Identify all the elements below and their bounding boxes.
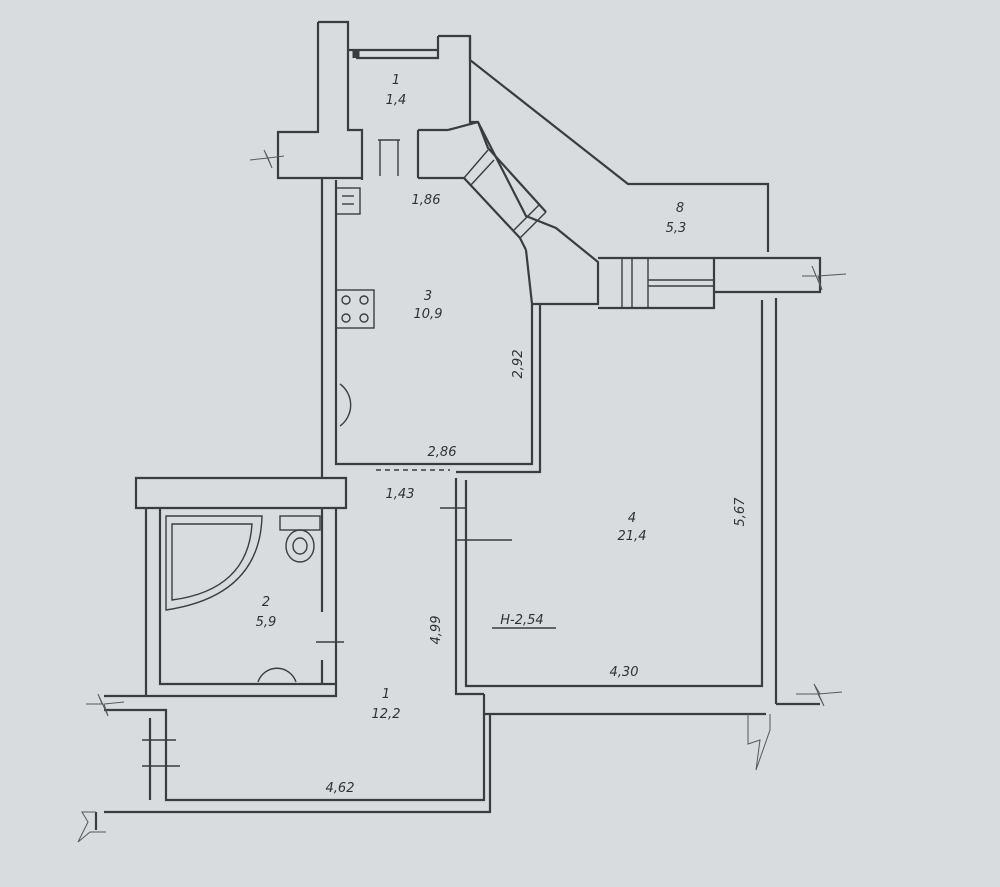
toilet-icon [279,515,321,563]
room-area-living: 21,4 [618,529,647,544]
wall-break-bottom-left [77,811,106,843]
balcony-walls [418,36,770,306]
room-area-kitchen: 10,9 [414,307,443,322]
dim-kitchen-bottom: 2,86 [428,445,457,460]
bathtub-icon [165,515,263,611]
dim-hall-depth: 4,99 [429,616,444,645]
room-number-bathroom: 2 [262,595,270,610]
room-area-storage: 1,4 [386,93,407,108]
wall-break-bottom [747,714,771,771]
dim-room-width: 4,30 [610,665,639,680]
stove-icon [335,289,375,329]
wall-break-right-top [802,265,847,291]
main-room-walls [440,298,820,716]
sink-icon [335,187,361,215]
room-number-living: 4 [628,511,636,526]
wall-break-left [86,693,125,717]
dim-room-depth: 5,67 [733,497,748,527]
dim-kitchen-depth: 2,92 [511,350,526,379]
hall-walls [94,684,492,830]
kitchen-door-swing [339,383,352,427]
bathroom-walls [134,476,348,696]
wall-break-right-bottom [796,683,843,707]
wall-break-top-left [249,149,285,169]
room-number-hall: 1 [382,687,390,702]
room-area-hall: 12,2 [372,707,401,722]
room-area-balcony: 5,3 [666,221,687,236]
dim-hall-width: 4,62 [326,781,355,796]
window-block [598,256,822,310]
room-number-kitchen: 3 [424,289,432,304]
dim-kitchen-width: 1,86 [412,193,441,208]
ceiling-height: H-2,54 [500,613,543,628]
dim-corridor: 1,43 [386,487,415,502]
room-area-bathroom: 5,9 [256,615,277,630]
storage-room-walls [276,20,478,180]
room-number-balcony: 8 [676,201,684,216]
bathroom-door-swing [257,667,297,683]
room-number-storage: 1 [392,73,400,88]
